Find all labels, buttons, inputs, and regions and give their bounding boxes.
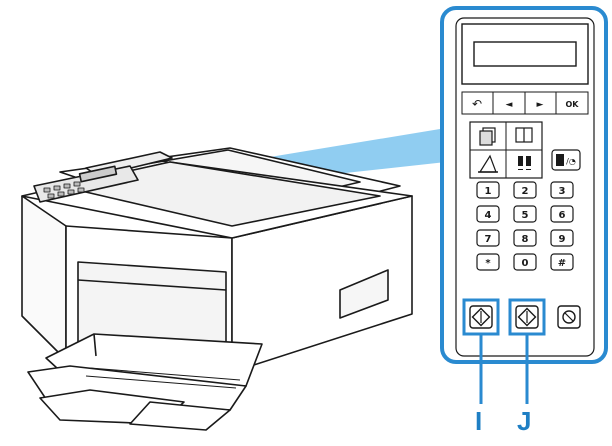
zoomed-panel: ↶ ◄ ► OK /◔ 1 2 3 4 5 6 7 8 9 * 0 #	[440, 6, 608, 364]
keypad-key-label: 6	[559, 210, 566, 221]
svg-text:/◔: /◔	[566, 157, 576, 166]
keypad-key-1[interactable]: 1	[476, 181, 500, 199]
keypad-key-7[interactable]: 7	[476, 229, 500, 247]
start-diamond-icon	[471, 307, 491, 327]
printer	[21, 147, 413, 431]
keypad-key-label: 4	[485, 210, 492, 221]
numeric-keypad: 1 2 3 4 5 6 7 8 9 * 0 #	[476, 181, 574, 271]
lcd-screen	[473, 41, 577, 67]
keypad-key-2[interactable]: 2	[513, 181, 537, 199]
callout-label-i: I	[475, 406, 483, 436]
keypad-key-6[interactable]: 6	[550, 205, 574, 223]
callout-label-j: J	[517, 406, 532, 436]
keypad-key-label: 7	[485, 234, 492, 245]
keypad-key-label: #	[558, 258, 566, 269]
keypad-key-9[interactable]: 9	[550, 229, 574, 247]
keypad-key-4[interactable]: 4	[476, 205, 500, 223]
keypad-key-8[interactable]: 8	[513, 229, 537, 247]
fax-icon[interactable]	[478, 154, 498, 173]
scan-icon[interactable]	[515, 127, 533, 143]
right-key-icon[interactable]: ►	[537, 100, 544, 110]
back-key-icon[interactable]: ↶	[472, 97, 482, 111]
left-key-icon[interactable]: ◄	[506, 100, 513, 110]
keypad-key-3[interactable]: 3	[550, 181, 574, 199]
keypad-key-star[interactable]: *	[476, 253, 500, 271]
start-diamond-icon	[517, 307, 537, 327]
keypad-key-label: 0	[522, 258, 529, 269]
keypad-key-label: 9	[559, 234, 566, 245]
keypad-key-label: 2	[522, 186, 529, 197]
keypad-key-label: 3	[559, 186, 566, 197]
photo-icon[interactable]	[518, 156, 531, 170]
keypad-key-hash[interactable]: #	[550, 253, 574, 271]
keypad-key-label: 5	[522, 210, 529, 221]
keypad-key-label: 1	[485, 186, 492, 197]
keypad-key-label: 8	[522, 234, 529, 245]
copy-icon[interactable]	[479, 127, 496, 146]
keypad-key-5[interactable]: 5	[513, 205, 537, 223]
ok-key-icon[interactable]: OK	[566, 100, 580, 109]
keypad-key-0[interactable]: 0	[513, 253, 537, 271]
keypad-key-label: *	[485, 258, 491, 269]
